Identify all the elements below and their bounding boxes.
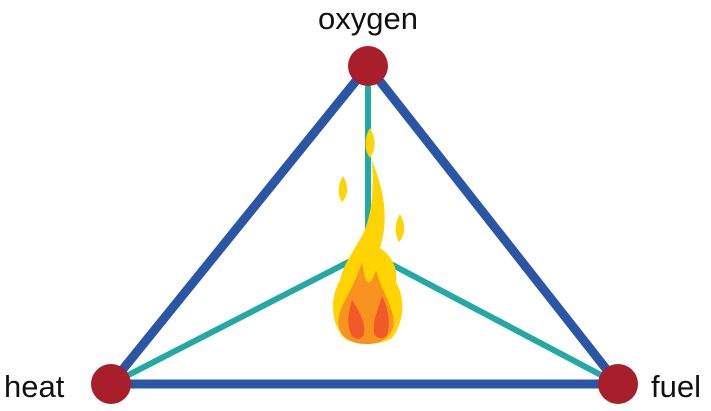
label-oxygen: oxygen [318,3,418,34]
label-fuel: fuel [651,371,701,402]
vertex-oxygen [348,46,388,86]
vertex-heat [91,364,131,404]
outer-edge-right [368,66,618,384]
vertex-fuel [598,364,638,404]
inner-edge-right [368,252,618,384]
inner-edge-left [111,252,368,384]
flame-spark-left [339,176,347,202]
outer-edge-left [111,66,368,384]
flame-spark-right [396,214,404,242]
label-heat: heat [4,371,64,402]
